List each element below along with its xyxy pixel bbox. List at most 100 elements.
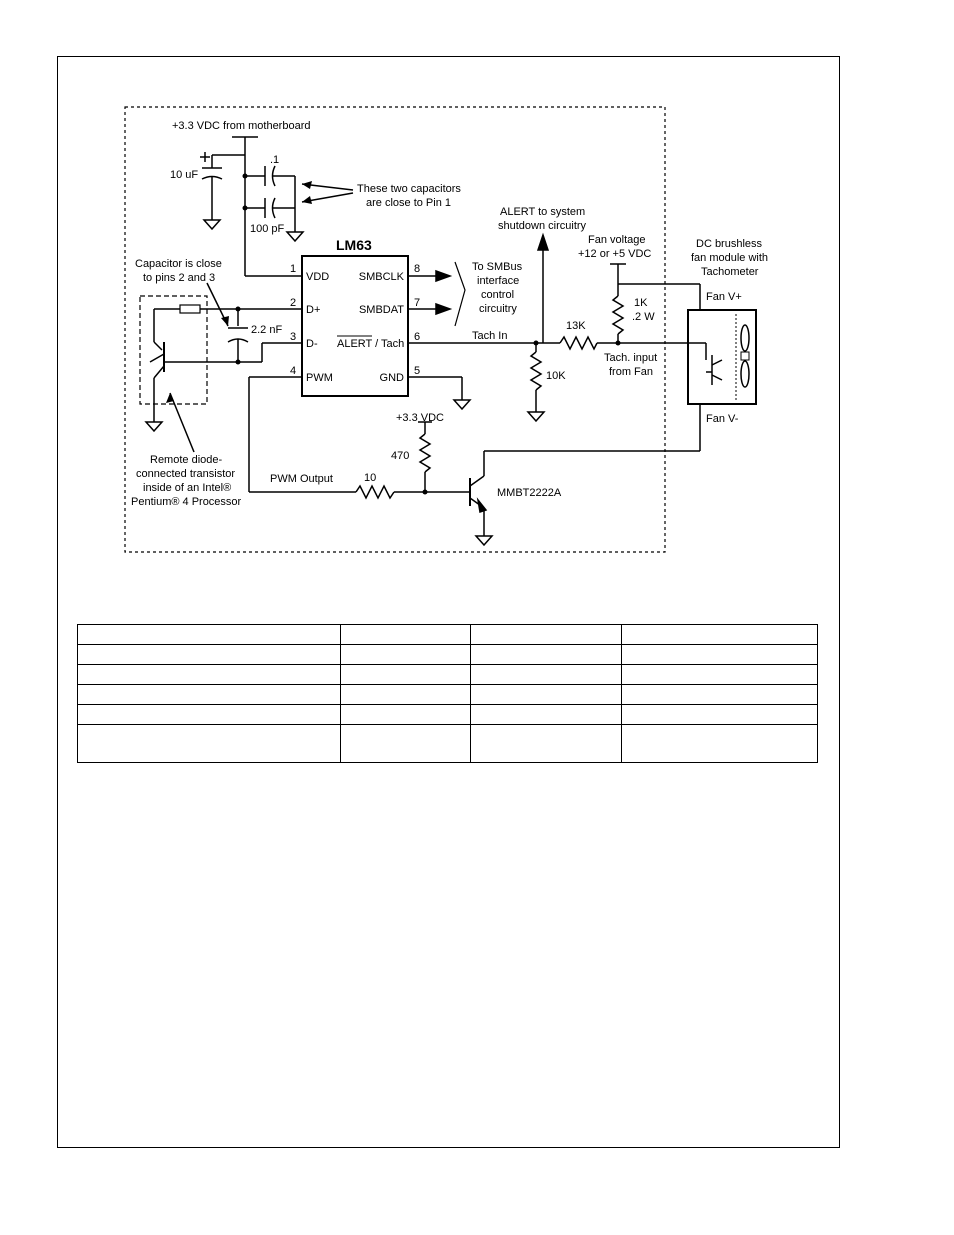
- alert-overbar-text: ALERT: [337, 338, 373, 350]
- table-cell: [77, 704, 341, 725]
- smbus-note-1: To SMBus: [472, 261, 523, 273]
- table-cell: [340, 624, 471, 645]
- smbus-note-4: circuitry: [479, 303, 517, 315]
- cap-100pf-label: 100 pF: [250, 223, 285, 235]
- fan-vminus-label: Fan V-: [706, 413, 739, 425]
- table-row: [77, 724, 818, 763]
- tach-input-2: from Fan: [609, 366, 653, 378]
- cap-10uf-plate-bottom: [201, 175, 223, 180]
- smbus-note-2: interface: [477, 275, 519, 287]
- pin-6: 6: [414, 331, 420, 343]
- cap-22nf-label: 2.2 nF: [251, 324, 282, 336]
- ic-name: LM63: [336, 237, 372, 253]
- resistor-13k: [559, 335, 598, 351]
- r1k-label: 1K: [634, 297, 648, 309]
- pin-4: 4: [290, 365, 296, 377]
- table-cell: [77, 644, 341, 665]
- table-cell: [77, 664, 341, 685]
- table-row: [77, 644, 818, 665]
- supply-label: +3.3 VDC from motherboard: [172, 120, 310, 132]
- pin-label-gnd: GND: [380, 372, 405, 384]
- table-cell: [621, 664, 818, 685]
- spec-table: [77, 624, 818, 763]
- table-cell: [340, 644, 471, 665]
- table-row: [77, 684, 818, 705]
- resistor-10k: [529, 351, 543, 391]
- remote-note-1: Remote diode-: [150, 454, 222, 466]
- alert-note-1: ALERT to system: [500, 206, 585, 218]
- table-cell: [470, 624, 622, 645]
- transistor-label: MMBT2222A: [497, 487, 562, 499]
- table-cell: [621, 724, 818, 763]
- resistor-1k: [611, 295, 625, 335]
- table-row: [77, 704, 818, 725]
- r470-label: 470: [391, 450, 409, 462]
- pin-label-dplus: D+: [306, 304, 320, 316]
- resistor-10: [355, 484, 395, 500]
- remote-note-4: Pentium® 4 Processor: [131, 496, 242, 508]
- fan-module: [687, 309, 757, 405]
- pin-7: 7: [414, 297, 420, 309]
- lm63-chip: [301, 255, 409, 397]
- vdc33-label: +3.3 VDC: [396, 412, 444, 424]
- smbus-note-3: control: [481, 289, 514, 301]
- board-boundary: [124, 106, 666, 553]
- r1k-watts: .2 W: [632, 311, 655, 323]
- cap-point1-label: .1: [270, 154, 279, 166]
- alert-tach-text: / Tach: [372, 338, 404, 350]
- table-cell: [470, 704, 622, 725]
- pwm-output-label: PWM Output: [270, 473, 333, 485]
- table-cell: [621, 704, 818, 725]
- resistor-470: [418, 433, 432, 473]
- table-cell: [340, 724, 471, 763]
- pin-label-smbdat: SMBDAT: [359, 304, 404, 316]
- cap-pin23-note-1: Capacitor is close: [135, 258, 222, 270]
- cap-note-line2: are close to Pin 1: [366, 197, 451, 209]
- table-cell: [621, 644, 818, 665]
- alert-note-2: shutdown circuitry: [498, 220, 587, 232]
- pin-label-dminus: D-: [306, 338, 318, 350]
- table-cell: [470, 684, 622, 705]
- table-cell: [470, 664, 622, 685]
- r10-label: 10: [364, 472, 376, 484]
- table-cell: [470, 644, 622, 665]
- table-row: [77, 624, 818, 645]
- table-cell: [621, 624, 818, 645]
- pin-1: 1: [290, 263, 296, 275]
- remote-note-2: connected transistor: [136, 468, 235, 480]
- fan-module-3: Tachometer: [701, 266, 759, 278]
- table-cell: [340, 704, 471, 725]
- pin-3: 3: [290, 331, 296, 343]
- fan-voltage-1: Fan voltage: [588, 234, 645, 246]
- pin-2: 2: [290, 297, 296, 309]
- pin-label-vdd: VDD: [306, 271, 329, 283]
- fan-module-1: DC brushless: [696, 238, 763, 250]
- pin-8: 8: [414, 263, 420, 275]
- fan-vplus-label: Fan V+: [706, 291, 742, 303]
- table-cell: [340, 684, 471, 705]
- table-cell: [77, 724, 341, 763]
- table-cell: [621, 684, 818, 705]
- remote-note-3: inside of an Intel®: [143, 482, 231, 494]
- fan-voltage-2: +12 or +5 VDC: [578, 248, 651, 260]
- cap-pin23-note-2: to pins 2 and 3: [143, 272, 215, 284]
- table-cell: [340, 664, 471, 685]
- table-cell: [470, 724, 622, 763]
- cap-note-line1: These two capacitors: [357, 183, 461, 195]
- processor-boundary: [139, 295, 208, 405]
- cap-10uf-label: 10 uF: [170, 169, 198, 181]
- pin-5: 5: [414, 365, 420, 377]
- pin-label-pwm: PWM: [306, 372, 333, 384]
- tach-in-label: Tach In: [472, 330, 507, 342]
- table-cell: [77, 624, 341, 645]
- tach-input-1: Tach. input: [604, 352, 657, 364]
- pin-label-alert: ALERT / Tach: [337, 338, 404, 350]
- page-frame: [57, 56, 840, 1148]
- r13k-label: 13K: [566, 320, 586, 332]
- r10k-label: 10K: [546, 370, 566, 382]
- table-row: [77, 664, 818, 685]
- fan-module-2: fan module with: [691, 252, 768, 264]
- pin-label-smbclk: SMBCLK: [359, 271, 405, 283]
- table-cell: [77, 684, 341, 705]
